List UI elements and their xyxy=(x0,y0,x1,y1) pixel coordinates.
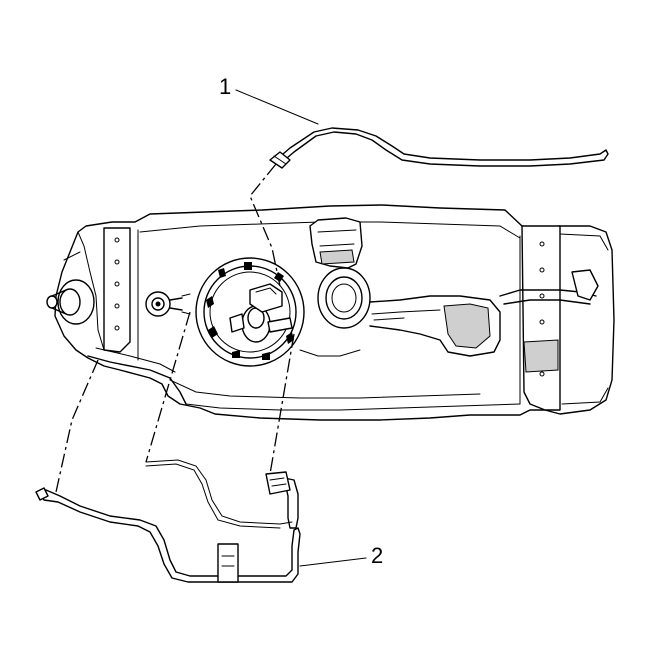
leader-lines xyxy=(235,89,367,567)
center-channel xyxy=(369,295,501,357)
fuel-pump-module xyxy=(195,257,305,367)
fuel-tank xyxy=(46,204,615,421)
assembly-lines xyxy=(55,163,295,493)
left-flange-holes xyxy=(114,237,120,331)
vent-fitting xyxy=(145,291,191,317)
lower-left-strap xyxy=(87,355,187,405)
left-end-wall xyxy=(63,231,105,351)
quick-connector xyxy=(265,471,291,495)
leader-2 xyxy=(299,557,367,567)
lower-pipe-body xyxy=(39,489,301,583)
tank-bottom-contour xyxy=(185,403,521,411)
vent-hose xyxy=(145,459,293,525)
feed-pipe-body xyxy=(275,127,609,167)
lower-fuel-pipe xyxy=(35,459,301,583)
right-flange xyxy=(521,225,561,411)
left-flange xyxy=(103,227,131,353)
tank-rear-seam xyxy=(137,229,521,405)
center-port xyxy=(317,267,371,329)
callout-1: 1 xyxy=(219,74,232,99)
lower-pipe-clip xyxy=(217,543,239,583)
filler-neck-boss xyxy=(46,279,95,325)
leader-1 xyxy=(235,89,319,125)
callout-2: 2 xyxy=(371,543,384,568)
fuel-feed-pipe xyxy=(269,127,609,169)
